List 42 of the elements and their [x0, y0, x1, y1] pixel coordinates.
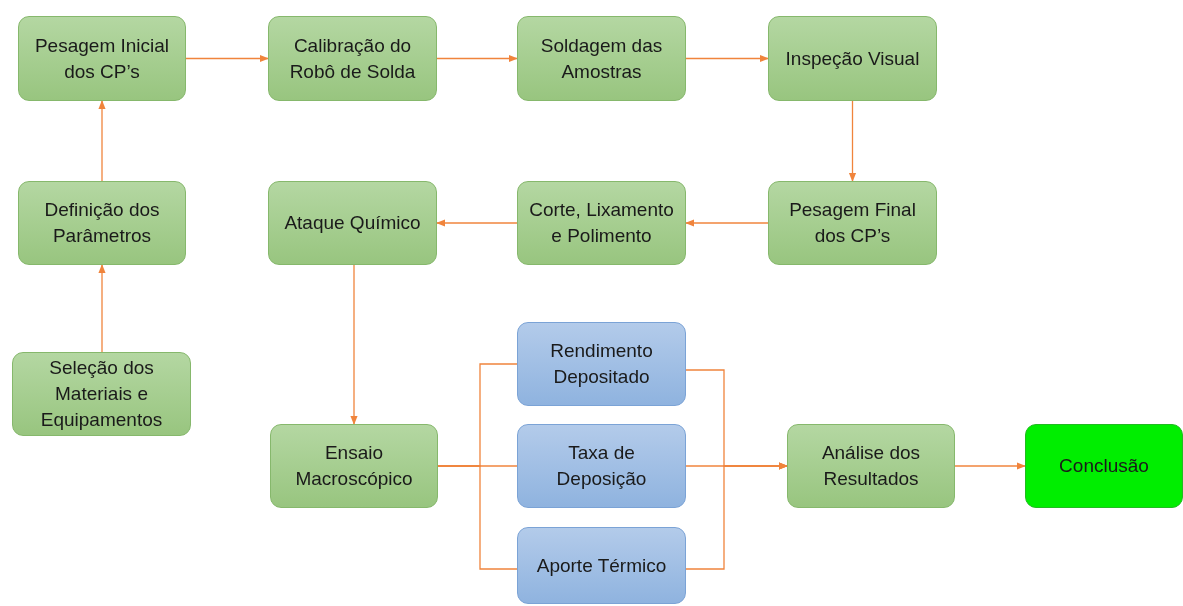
process-box	[1025, 424, 1183, 508]
box-label: Aporte Térmico	[536, 553, 667, 578]
arrow	[185, 54, 269, 63]
process-box	[270, 424, 438, 508]
arrow	[685, 462, 788, 570]
box-label: Seleção dos Materiais e Equipamentos	[39, 356, 164, 432]
arrow	[98, 100, 106, 182]
arrow	[848, 100, 857, 182]
arrow	[98, 264, 106, 353]
process-box	[268, 181, 437, 265]
process-box	[787, 424, 955, 508]
process-box	[768, 181, 937, 265]
box-label: Ataque Químico	[284, 211, 421, 235]
arrow	[685, 219, 769, 227]
connector-line	[437, 465, 518, 570]
process-box	[268, 16, 437, 101]
process-box	[517, 322, 686, 406]
box-label: Definição dos Parâmetros	[43, 198, 161, 248]
box-label: Soldagem das Amostras	[539, 33, 664, 84]
box-label: Conclusão	[1059, 454, 1149, 478]
arrow	[350, 264, 358, 425]
box-label: Análise dos Resultados	[820, 441, 922, 491]
box-label: Inspeção Visual	[785, 46, 920, 71]
arrow	[436, 219, 518, 227]
process-box	[768, 16, 937, 101]
box-label: Pesagem Final dos CP’s	[788, 198, 917, 248]
box-label: Pesagem Inicial dos CP’s	[33, 33, 171, 84]
box-label: Rendimento Depositado	[549, 339, 654, 389]
box-label: Taxa de Deposição	[555, 441, 648, 491]
box-label: Calibração do Robô de Solda	[288, 33, 417, 84]
arrow	[685, 54, 769, 63]
box-label: Ensaio Macroscópico	[294, 441, 414, 491]
arrow	[954, 462, 1026, 470]
process-box	[12, 352, 191, 436]
process-box	[517, 527, 686, 604]
process-box	[517, 181, 686, 265]
process-box	[517, 424, 686, 508]
box-label: Corte, Lixamento e Polimento	[528, 198, 675, 248]
process-box	[18, 181, 186, 265]
process-box	[517, 16, 686, 101]
process-box	[18, 16, 186, 101]
arrow	[436, 54, 518, 63]
